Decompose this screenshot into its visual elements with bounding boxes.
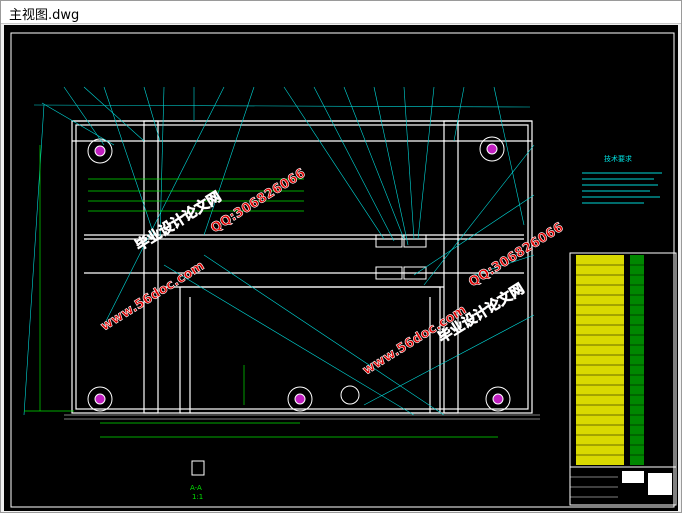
tech-requirements: 技术要求 <box>582 154 662 204</box>
ground-hatch <box>64 414 540 420</box>
roller-assembly <box>375 234 427 280</box>
machine-frame <box>71 120 533 414</box>
section-symbol: A-A 1:1 <box>190 460 205 501</box>
watermark-qq-right: QQ:306826066 <box>466 220 566 290</box>
watermark-url-left: www.56doc.com <box>98 258 207 334</box>
drawing-canvas[interactable]: A-A 1:1 技术要求 <box>4 25 678 511</box>
section-label: A-A <box>190 484 202 492</box>
tech-requirements-title: 技术要求 <box>604 154 632 163</box>
leader-lines <box>23 86 535 416</box>
cad-drawing: A-A 1:1 技术要求 <box>10 32 677 508</box>
title-bar: 主视图.dwg <box>1 1 681 24</box>
parts-list-table <box>569 252 677 506</box>
scale-label: 1:1 <box>192 493 203 501</box>
dimension-lines <box>24 145 498 438</box>
window-title: 主视图.dwg <box>9 8 80 23</box>
sheet-border <box>10 32 675 508</box>
